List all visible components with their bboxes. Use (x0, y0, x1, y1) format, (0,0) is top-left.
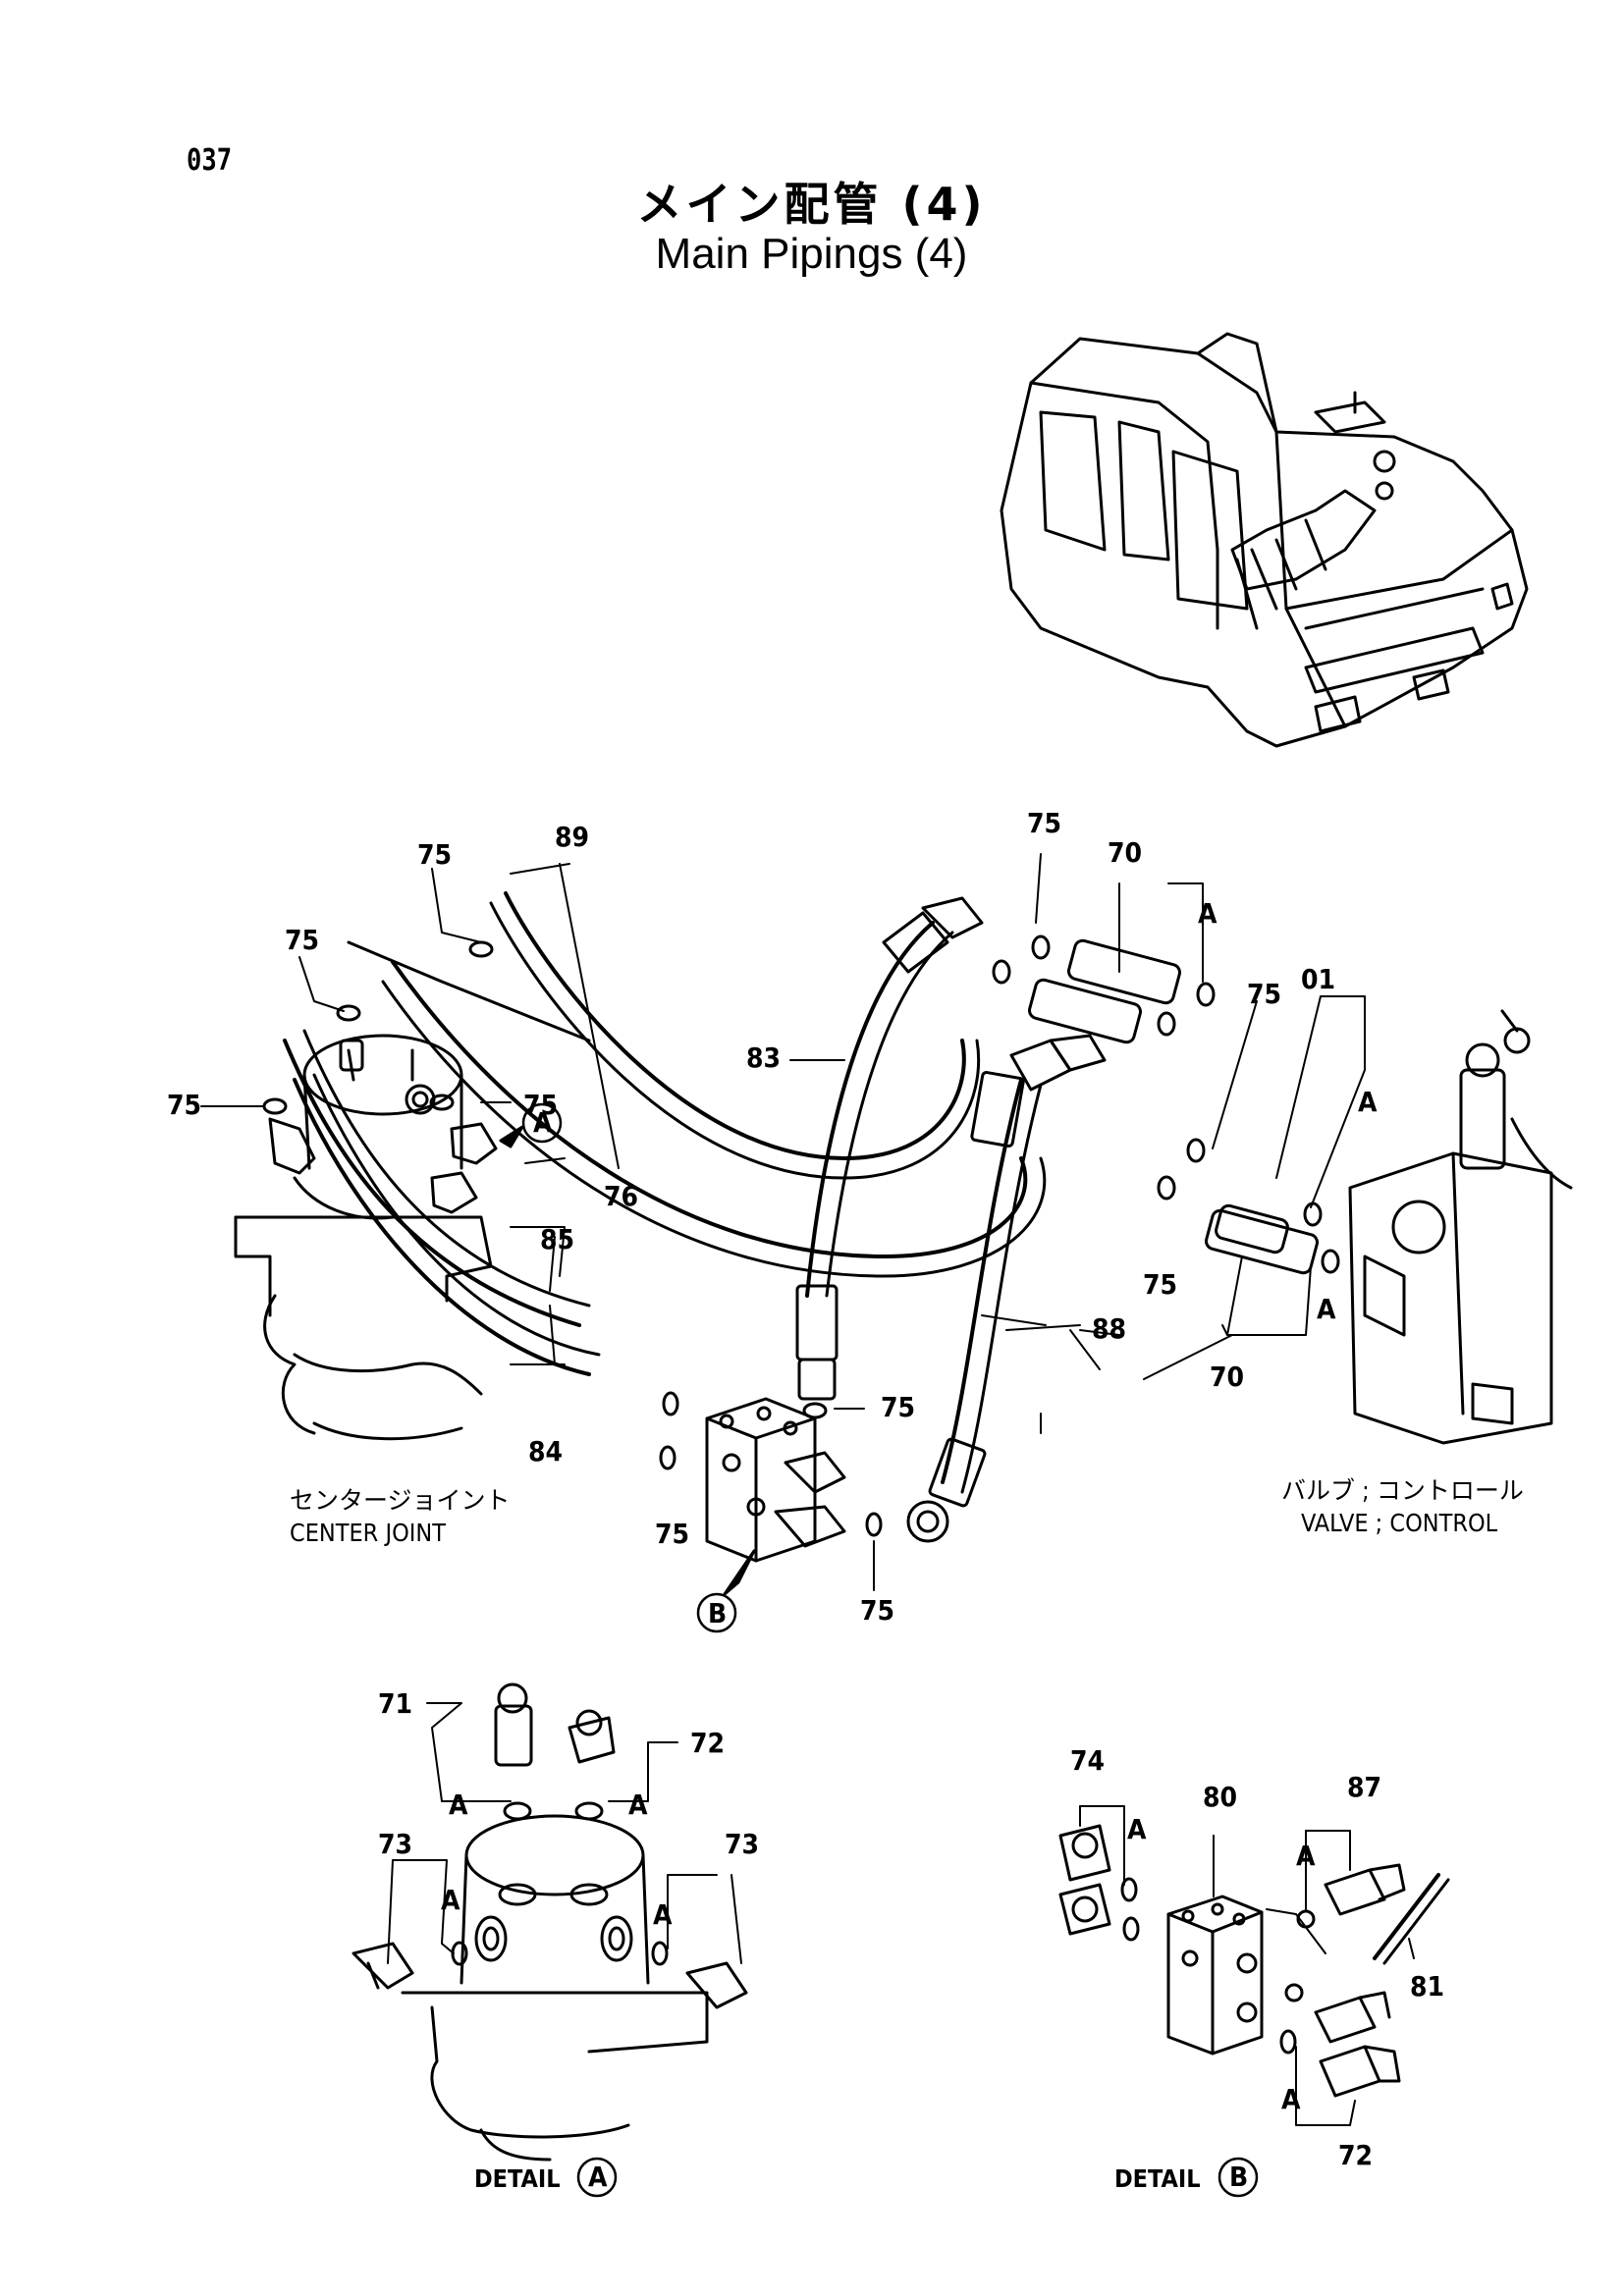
marker-b-main (696, 1549, 756, 1633)
label-76: 76 (604, 1180, 638, 1212)
label-a-db2: A (1296, 1840, 1316, 1872)
label-75-i: 75 (655, 1518, 689, 1550)
label-80: 80 (1203, 1781, 1237, 1813)
label-89: 89 (555, 821, 589, 853)
label-87: 87 (1347, 1771, 1381, 1803)
title-english: Main Pipings (4) (655, 230, 968, 278)
label-a-da3: A (441, 1884, 460, 1916)
label-a-da2: A (628, 1789, 648, 1821)
label-75-b: 75 (285, 924, 319, 956)
label-a-da4: A (653, 1898, 673, 1931)
label-88: 88 (1092, 1312, 1126, 1345)
label-75-g: 75 (1143, 1268, 1177, 1301)
caption-valve-jp: バルブ ; コントロール (1281, 1476, 1524, 1505)
excavator-overview-illustration (1000, 332, 1529, 748)
label-01: 01 (1301, 963, 1335, 995)
marker-b-main-letter: B (708, 1597, 727, 1629)
hose-83 (795, 896, 984, 1401)
label-72-b: 72 (1338, 2139, 1373, 2171)
caption-detail-b: DETAIL (1114, 2164, 1201, 2193)
valve-block-80 (705, 1397, 846, 1563)
label-75-f: 75 (1247, 978, 1281, 1010)
label-70-a: 70 (1108, 836, 1142, 869)
label-73-b: 73 (725, 1828, 759, 1860)
label-75-j: 75 (860, 1594, 894, 1627)
page-number: 037 (187, 143, 233, 178)
title-japanese: メイン配管 (4) (636, 178, 987, 231)
label-70-b: 70 (1210, 1361, 1244, 1393)
label-81: 81 (1410, 1970, 1444, 2002)
caption-valve-en: VALVE ; CONTROL (1301, 1509, 1498, 1537)
label-73-a: 73 (378, 1828, 412, 1860)
detail-b-illustration (1058, 1805, 1450, 2198)
detail-b-marker-letter: B (1229, 2161, 1248, 2193)
label-85: 85 (540, 1223, 574, 1255)
leader-lines (200, 853, 1366, 1591)
label-75-c: 75 (167, 1089, 201, 1121)
caption-center-joint-en: CENTER JOINT (290, 1519, 446, 1547)
marker-a-main (499, 1102, 563, 1148)
label-75-h: 75 (881, 1391, 915, 1423)
marker-a-main-letter: A (533, 1106, 553, 1139)
label-71: 71 (378, 1687, 412, 1720)
caption-center-joint-jp: センタージョイント (290, 1486, 511, 1515)
hoses-center-joint (283, 891, 1047, 1376)
label-72-a: 72 (690, 1727, 725, 1759)
caption-detail-a: DETAIL (474, 2164, 561, 2193)
label-a-db3: A (1281, 2083, 1301, 2115)
label-75-d: 75 (523, 1089, 558, 1121)
label-a-1: A (1198, 897, 1217, 930)
control-valve-illustration (1348, 1009, 1573, 1445)
label-a-3: A (1317, 1293, 1336, 1325)
label-75-a: 75 (417, 838, 452, 871)
label-74: 74 (1070, 1744, 1105, 1777)
label-83: 83 (746, 1041, 781, 1074)
adapters-70-01 (992, 934, 1340, 1275)
label-a-da1: A (449, 1789, 468, 1821)
hose-88 (906, 1034, 1107, 1543)
label-a-2: A (1358, 1086, 1378, 1118)
detail-a-marker-letter: A (588, 2161, 608, 2193)
label-75-e: 75 (1027, 807, 1061, 839)
label-84: 84 (528, 1435, 563, 1468)
label-a-db1: A (1127, 1813, 1147, 1845)
detail-a-illustration (352, 1682, 748, 2198)
center-joint-illustration (234, 1034, 498, 1441)
